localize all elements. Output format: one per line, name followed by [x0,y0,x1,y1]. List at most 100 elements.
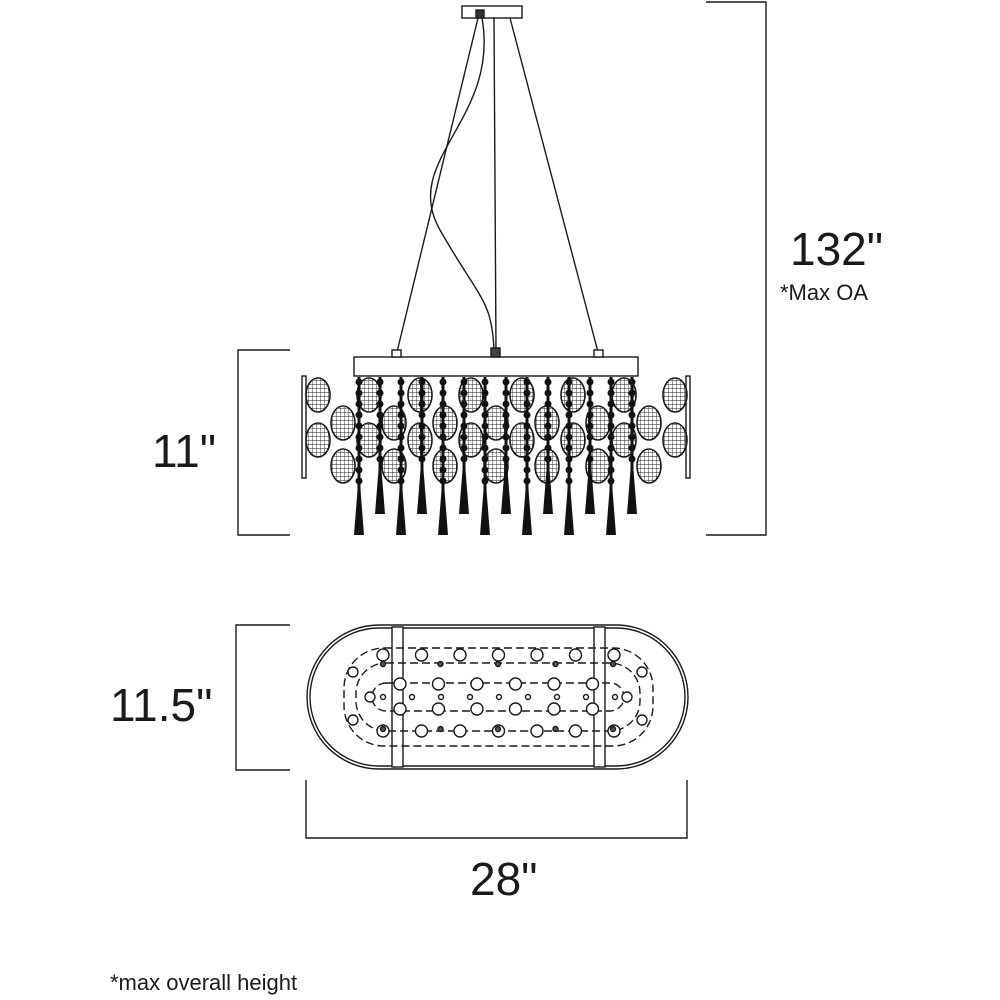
bead [502,378,510,386]
bead [502,400,510,408]
crystal-dot [530,648,544,662]
width-label: 28" [470,853,538,905]
bead [607,477,615,485]
crystal-dot [491,648,506,662]
crystal-dot [347,714,359,726]
crystal-dot [552,725,559,733]
tassel [564,490,574,535]
bead [355,444,363,452]
cable-center [493,17,497,351]
mesh-oval [636,405,662,441]
bead [523,455,531,463]
bead [565,422,573,430]
bead [607,455,615,463]
bead [355,411,363,419]
bead [355,477,363,485]
crystal-dot [437,693,445,701]
bead [418,422,426,430]
crystal-dot [508,677,523,691]
bead [376,455,384,463]
bead [481,389,489,397]
crystal-dot [621,691,633,703]
bead [628,433,636,441]
crystal-dot [508,702,523,716]
bead [523,378,531,386]
bead [544,444,552,452]
bead [544,422,552,430]
bead [355,422,363,430]
bead [502,444,510,452]
bead [439,411,447,419]
crystal-dot [453,724,467,738]
mesh-oval [509,422,535,458]
bead [439,433,447,441]
bead [586,444,594,452]
mesh-oval [560,422,586,458]
bead [397,400,405,408]
crystal-dot [547,702,561,716]
bead [481,378,489,386]
crystal-strands [354,377,637,535]
crystal-dot [609,725,617,733]
bead [355,400,363,408]
bead [565,378,573,386]
tassel [606,490,616,535]
bead [544,400,552,408]
bead [418,400,426,408]
overall-height-label: 132" [790,223,884,275]
bead [586,378,594,386]
crystal-dot [453,648,467,662]
cable-right [509,17,599,353]
dimension-line-overall-height [706,1,767,536]
tassel [627,470,637,514]
tassel [585,470,595,514]
bead [355,433,363,441]
depth-label: 11.5" [110,679,213,731]
bead [460,433,468,441]
bead [397,422,405,430]
mesh-oval [509,377,535,413]
bead [355,378,363,386]
crystal-dot [414,724,429,738]
crystal-dot [379,725,387,733]
bead [376,378,384,386]
mesh-oval [432,448,458,484]
bead [397,378,405,386]
bead [607,466,615,474]
tassel [396,490,406,535]
bead [586,422,594,430]
crystal-dot [408,693,416,701]
bead [355,389,363,397]
crystal-dot [431,702,446,716]
bead [502,422,510,430]
tassel [375,470,385,514]
bead [376,411,384,419]
bead [397,411,405,419]
bead [418,455,426,463]
bead [439,422,447,430]
crystal-dot [470,677,484,691]
bead [628,389,636,397]
crystal-dot [495,693,503,701]
bead [439,444,447,452]
bead [523,389,531,397]
bead [628,455,636,463]
crystal-dot [636,666,648,678]
bead [376,422,384,430]
bead [523,433,531,441]
bead [439,466,447,474]
bead [607,422,615,430]
crystal-dot [530,724,544,738]
crystal-dot [524,693,532,701]
bead [565,466,573,474]
bead [418,411,426,419]
tassel [459,470,469,514]
bead [607,444,615,452]
bead [397,455,405,463]
crystal-dot [470,702,484,716]
crystal-dot [553,693,561,701]
bead [376,433,384,441]
crystal-dot [585,702,600,716]
bead [586,389,594,397]
